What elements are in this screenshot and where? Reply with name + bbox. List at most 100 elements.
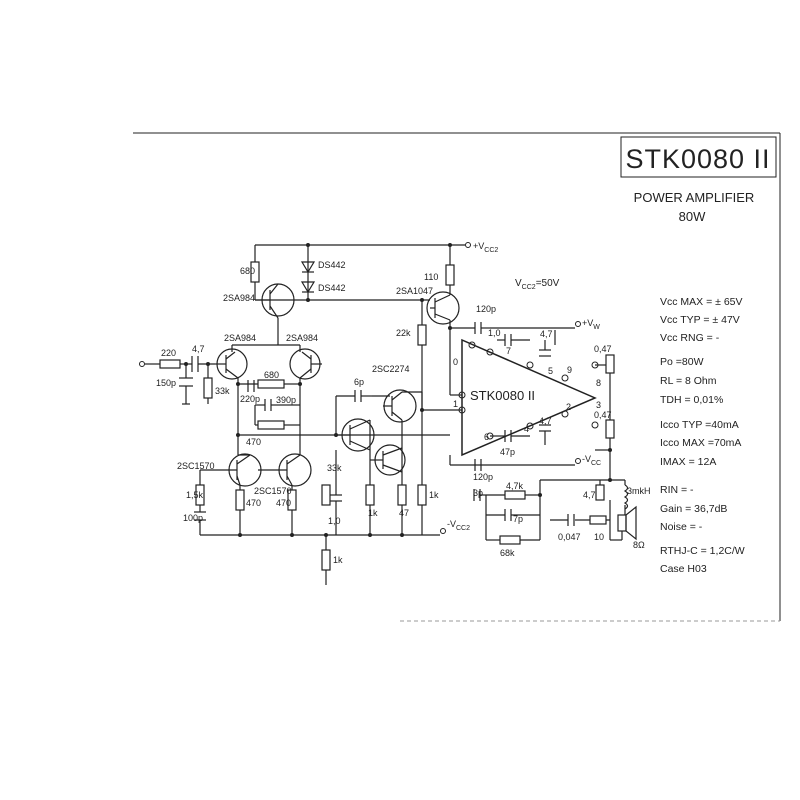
label-r1-5k: 1,5k xyxy=(186,490,204,500)
chip-label: STK0080 II xyxy=(470,388,535,403)
label-r470-a: 470 xyxy=(246,498,261,508)
spec-icco-max: Icco MAX =70mA xyxy=(660,437,741,449)
resistor-1-5k xyxy=(195,484,205,506)
label-r1k-a: 1k xyxy=(368,508,378,518)
label-2sa984-top: 2SA984 xyxy=(223,293,255,303)
pin-0-label: 0 xyxy=(453,357,458,367)
resistors xyxy=(159,261,615,571)
label-2sc1570-a: 2SC1570 xyxy=(177,461,215,471)
spec-imax: IMAX = 12A xyxy=(660,456,716,468)
supply-labels: +VCC2 VCC2=50V +VW -VCC -VCC2 xyxy=(447,241,601,532)
capacitor-120p-top xyxy=(474,322,490,334)
label-c1-0-top: 1,0 xyxy=(488,328,501,338)
transistor-2sc2274 xyxy=(383,389,423,423)
spec-vcc-typ: Vcc TYP = ± 47V xyxy=(660,314,740,326)
capacitor-100p xyxy=(194,511,206,521)
label-c150p: 150p xyxy=(156,378,176,388)
capacitor-4-7-top xyxy=(539,330,556,357)
label-r1k-c: 1k xyxy=(333,555,343,565)
resistor-33k-b xyxy=(321,484,331,506)
capacitor-3p xyxy=(473,489,486,501)
junction-dots xyxy=(184,243,612,537)
resistor-33k-input xyxy=(203,377,213,399)
transistor-vas-b xyxy=(370,444,406,476)
label-2sa1047: 2SA1047 xyxy=(396,286,433,296)
label-r10: 10 xyxy=(594,532,604,542)
label-r110: 110 xyxy=(424,272,438,282)
label-c220p: 220p xyxy=(240,394,260,404)
chip-pins xyxy=(458,341,599,440)
label-r220-in: 220 xyxy=(161,348,176,358)
label-c6p: 6p xyxy=(354,377,364,387)
resistor-220-input xyxy=(159,359,181,369)
spec-case: Case H03 xyxy=(660,563,707,575)
pin-5-label: 5 xyxy=(548,366,553,376)
label-r47: 47 xyxy=(399,508,409,518)
pin-6-label: 6 xyxy=(484,432,489,442)
diode-ds442-b xyxy=(300,281,316,294)
transistor-2sa1047 xyxy=(426,291,460,325)
label-l3mkh: 3mkH xyxy=(627,486,651,496)
resistor-680-mid xyxy=(257,379,285,389)
capacitor-6p xyxy=(354,390,372,402)
pin-1-label: 1 xyxy=(453,399,458,409)
vw-label: +VW xyxy=(582,318,600,331)
label-r33k-b: 33k xyxy=(327,463,342,473)
label-r4-7k: 4,7k xyxy=(506,481,524,491)
label-c4-7-in: 4,7 xyxy=(192,344,205,354)
label-ds442-a: DS442 xyxy=(318,260,346,270)
spec-icco-typ: Icco TYP =40mA xyxy=(660,419,739,431)
resistor-68k xyxy=(499,535,521,545)
resistor-47 xyxy=(397,484,407,506)
spec-rthj-c: RTHJ-C = 1,2C/W xyxy=(660,545,745,557)
capacitors xyxy=(179,322,575,535)
resistor-1k-c xyxy=(321,549,331,571)
pin-9-label: 9 xyxy=(567,365,572,375)
resistor-110 xyxy=(445,264,455,286)
capacitor-1-0-top xyxy=(497,334,530,346)
resistor-470-a xyxy=(235,489,245,511)
title-block: STK0080 II POWER AMPLIFIER 80W xyxy=(620,136,777,224)
resistor-4-7-out xyxy=(595,484,605,501)
resistor-4-7k xyxy=(504,490,526,500)
output-stage xyxy=(610,484,637,541)
label-2sc1570-b: 2SC1570 xyxy=(254,486,292,496)
resistor-0-47-a xyxy=(605,354,615,374)
resistor-1k-b xyxy=(417,484,427,506)
capacitor-150p xyxy=(179,377,193,387)
capacitor-4-7-input xyxy=(191,356,199,372)
component-labels: 680 DS442 DS442 2SA984 110 2SA1047 22k 2… xyxy=(156,260,651,565)
spec-vcc-max: Vcc MAX = ± 65V xyxy=(660,296,743,308)
capacitor-390p xyxy=(264,399,285,411)
resistor-10 xyxy=(589,515,607,525)
resistor-1k-a xyxy=(365,484,375,506)
label-c47p: 47p xyxy=(500,447,515,457)
label-2sa984-right: 2SA984 xyxy=(286,333,318,343)
resistor-680-top xyxy=(250,261,260,283)
resistor-470-b xyxy=(287,489,297,511)
label-c4-7-bot: 4,7 xyxy=(539,416,552,426)
sheet-frame xyxy=(133,132,781,622)
speaker-icon xyxy=(610,505,637,541)
pin-3-label: 3 xyxy=(596,400,601,410)
label-2sa984-left: 2SA984 xyxy=(224,333,256,343)
transistor-2sc1570-b xyxy=(258,453,312,487)
transistors xyxy=(200,283,460,487)
label-r33k-in: 33k xyxy=(215,386,230,396)
label-speaker-8ohm: 8Ω xyxy=(633,540,645,550)
spec-tdh: TDH = 0,01% xyxy=(660,394,723,406)
label-r470-b: 470 xyxy=(276,498,291,508)
stk-chip: STK0080 II 0 1 2 3 4 5 6 7 8 9 xyxy=(453,338,601,457)
wiring xyxy=(139,242,626,585)
label-c120p-top: 120p xyxy=(476,304,496,314)
label-r680-top: 680 xyxy=(240,266,255,276)
label-c1-0-low: 1,0 xyxy=(328,516,341,526)
resistor-470-mid xyxy=(257,420,285,430)
vcc2-neg-label: -VCC2 xyxy=(447,519,470,532)
label-c0-047: 0,047 xyxy=(558,532,581,542)
capacitor-1-0-low xyxy=(330,485,342,535)
capacitor-7p xyxy=(486,509,540,521)
vcc2-top-label: +VCC2 xyxy=(473,241,498,254)
capacitor-4-7-bot xyxy=(539,424,551,445)
